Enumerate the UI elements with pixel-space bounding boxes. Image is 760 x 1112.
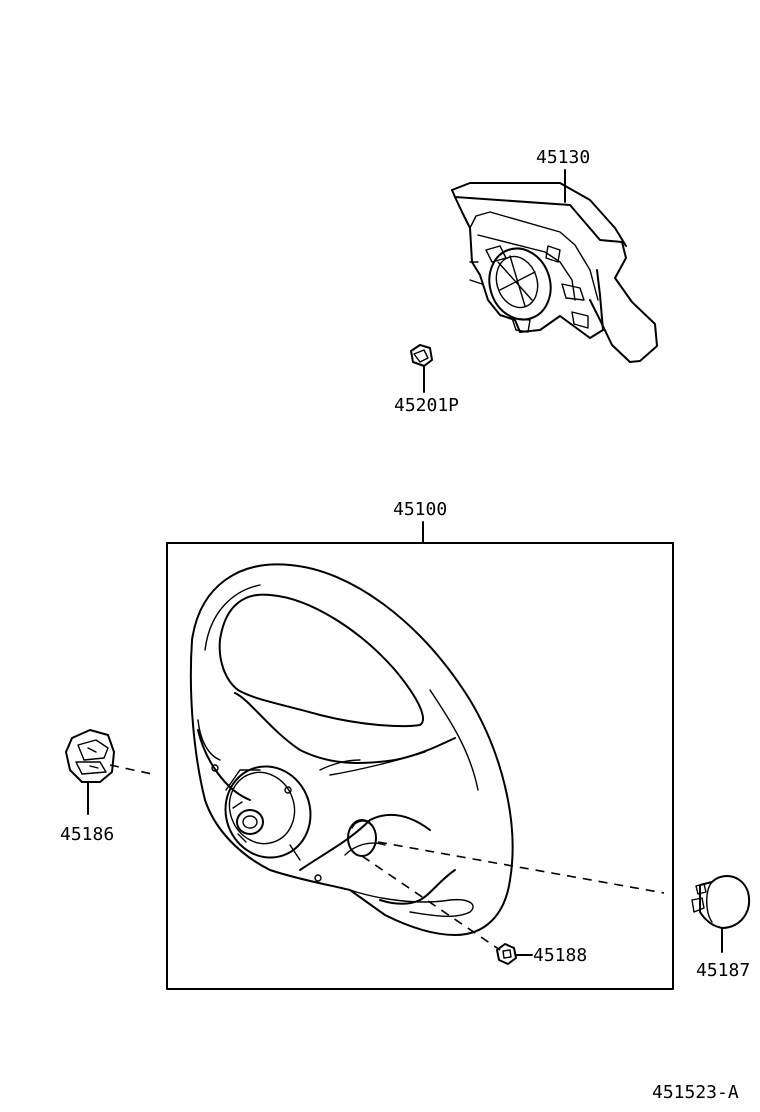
label-45130: 45130 (536, 147, 590, 168)
nut-45201p[interactable] (410, 344, 433, 393)
label-45201p: 45201P (394, 395, 459, 416)
label-45100: 45100 (393, 499, 447, 520)
guide-line-right-cover (377, 841, 665, 894)
steering-wheel-45100[interactable] (189, 563, 514, 936)
guide-line-screw (361, 855, 501, 951)
airbag-assembly-45130[interactable] (451, 169, 658, 363)
label-45188: 45188 (533, 945, 587, 966)
cover-45186[interactable] (65, 729, 115, 815)
label-45187: 45187 (696, 960, 750, 981)
wheel-frame (166, 542, 674, 990)
guide-line-left-cover (109, 764, 153, 775)
cover-45187[interactable] (691, 875, 751, 953)
diagram-code: 451523-A (652, 1082, 739, 1103)
screw-45188[interactable] (496, 943, 533, 965)
label-45186: 45186 (60, 824, 114, 845)
